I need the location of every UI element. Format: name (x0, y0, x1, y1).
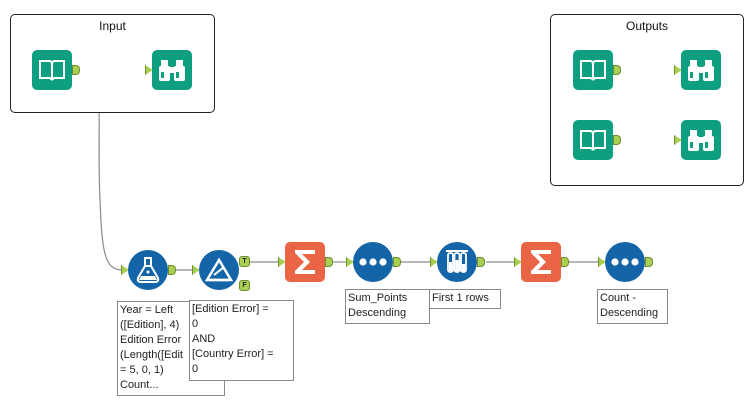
sort-tool-1[interactable] (353, 242, 393, 282)
outputs-container-title: Outputs (625, 19, 669, 33)
book-icon (39, 60, 65, 81)
browse-tool[interactable] (152, 50, 192, 90)
sort-2-output-anchor[interactable] (645, 257, 653, 267)
filter-true-anchor[interactable]: T (239, 256, 250, 267)
formula-tool[interactable] (128, 250, 168, 290)
output-input-data-tool-1[interactable] (573, 50, 613, 90)
flask-icon (136, 257, 160, 283)
book-icon (580, 60, 606, 81)
sort-2-annotation: Count - Descending (597, 289, 668, 324)
output-input-2-anchor[interactable] (613, 135, 621, 145)
formula-output-anchor[interactable] (168, 265, 176, 275)
three-dots-icon (359, 258, 387, 266)
output-input-1-anchor[interactable] (613, 65, 621, 75)
output-browse-tool-1[interactable] (681, 50, 721, 90)
binoculars-icon (688, 60, 714, 81)
summarize-1-output-anchor[interactable] (325, 257, 333, 267)
sample-output-anchor[interactable] (477, 257, 485, 267)
input-container-title: Input (99, 19, 126, 33)
outputs-container[interactable]: Outputs (550, 14, 744, 186)
sort-1-annotation: Sum_Points Descending (345, 289, 430, 324)
output-input-data-tool-2[interactable] (573, 120, 613, 160)
book-icon (580, 130, 606, 151)
sigma-icon (295, 250, 315, 274)
test-tubes-icon (446, 250, 468, 273)
summarize-tool-2[interactable] (521, 242, 561, 282)
filter-false-anchor[interactable]: F (239, 280, 250, 291)
input-output-anchor[interactable] (72, 65, 80, 75)
binoculars-icon (159, 60, 185, 81)
input-data-tool[interactable] (32, 50, 72, 90)
sample-tool[interactable] (437, 242, 477, 282)
output-browse-tool-2[interactable] (681, 120, 721, 160)
filter-tool[interactable] (199, 250, 239, 290)
summarize-2-output-anchor[interactable] (561, 257, 569, 267)
three-dots-icon (611, 258, 639, 266)
sample-annotation: First 1 rows (429, 289, 501, 309)
filter-annotation: [Edition Error] = 0 AND [Country Error] … (189, 300, 294, 381)
filter-triangle-icon (205, 257, 233, 282)
binoculars-icon (688, 130, 714, 151)
sort-1-output-anchor[interactable] (393, 257, 401, 267)
summarize-tool-1[interactable] (285, 242, 325, 282)
sort-tool-2[interactable] (605, 242, 645, 282)
sigma-icon (531, 250, 551, 274)
